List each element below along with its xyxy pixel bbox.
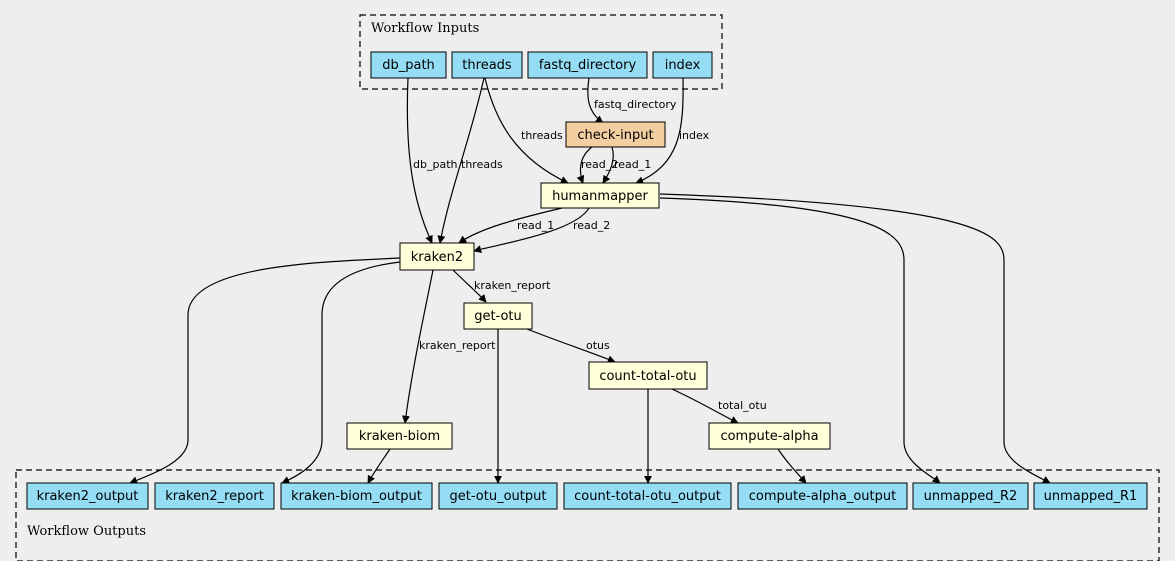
edge-kraken2-to-kraken-biom [401, 269, 434, 424]
step-kraken2-label: kraken2 [411, 250, 463, 265]
edge-label-total-otu: total_otu [718, 399, 767, 412]
step-check-input: check-input [565, 121, 666, 148]
edges [129, 77, 1051, 485]
output-compute-alpha-output: compute-alpha_output [737, 482, 908, 510]
edge-check-input-to-humanmapper-read2 [576, 146, 593, 184]
edge-label-db-path: db_path [413, 158, 458, 171]
output-kraken2-output: kraken2_output [26, 482, 149, 510]
edge-label-kraken-report-biom: kraken_report [419, 339, 496, 352]
edge-db-path-to-kraken2 [406, 77, 433, 244]
input-db-path: db_path [370, 51, 447, 79]
edge-label-kraken-report-get-otu: kraken_report [474, 279, 551, 292]
input-fastq-directory-label: fastq_directory [539, 58, 637, 73]
step-get-otu: get-otu [463, 302, 533, 330]
input-threads-label: threads [462, 58, 512, 73]
output-kraken2-report: kraken2_report [154, 482, 275, 510]
edge-kraken2-to-kraken2-output [129, 257, 401, 485]
edge-kraken2-to-get-otu [452, 269, 487, 303]
output-kraken-biom-output-label: kraken-biom_output [291, 489, 422, 504]
edge-label-threads-kraken2: threads [461, 158, 503, 171]
step-humanmapper-label: humanmapper [552, 189, 648, 204]
output-kraken2-output-label: kraken2_output [37, 489, 139, 504]
step-compute-alpha: compute-alpha [708, 422, 831, 450]
output-unmapped-r2-label: unmapped_R2 [924, 489, 1018, 504]
edge-index-to-humanmapper [635, 77, 684, 184]
step-check-input-label: check-input [577, 128, 653, 143]
edge-get-otu-to-count-total-otu [526, 328, 616, 364]
edge-count-total-otu-to-compute-alpha [671, 388, 739, 424]
edge-humanmapper-to-kraken2-read2 [473, 207, 590, 253]
edge-label-fastq-directory: fastq_directory [594, 98, 677, 111]
edge-label-threads: threads [521, 129, 563, 142]
output-unmapped-r1-label: unmapped_R1 [1044, 489, 1138, 504]
output-compute-alpha-output-label: compute-alpha_output [749, 489, 896, 504]
input-index-label: index [665, 58, 701, 73]
edge-labels: fastq_directory threads index read_2 rea… [413, 98, 767, 412]
edge-humanmapper-to-unmapped-r1 [659, 193, 1051, 484]
edge-humanmapper-to-kraken2-read1 [458, 207, 563, 244]
output-unmapped-r2: unmapped_R2 [912, 482, 1029, 510]
edge-fastq-directory-to-check-input [587, 77, 604, 124]
step-count-total-otu: count-total-otu [588, 361, 708, 390]
edge-label-otus: otus [586, 339, 610, 352]
edge-threads-to-kraken2 [437, 77, 485, 244]
edge-threads-to-humanmapper [484, 77, 569, 184]
step-compute-alpha-label: compute-alpha [720, 429, 818, 444]
workflow-outputs-label: Workflow Outputs [27, 524, 146, 539]
workflow-outputs-cluster: Workflow Outputs [15, 469, 1160, 561]
step-kraken-biom-label: kraken-biom [359, 429, 440, 444]
workflow-inputs-label: Workflow Inputs [371, 21, 479, 36]
output-unmapped-r1: unmapped_R1 [1033, 482, 1148, 510]
output-kraken-biom-output: kraken-biom_output [280, 482, 433, 510]
edge-compute-alpha-to-output [777, 448, 807, 484]
output-get-otu-output: get-otu_output [438, 482, 558, 510]
step-get-otu-label: get-otu [474, 309, 522, 324]
step-kraken2: kraken2 [399, 242, 475, 271]
edge-humanmapper-to-unmapped-r2 [659, 197, 941, 484]
step-humanmapper: humanmapper [540, 182, 660, 209]
edge-check-input-to-humanmapper-read1 [602, 146, 614, 184]
step-count-total-otu-label: count-total-otu [599, 369, 696, 384]
step-kraken-biom: kraken-biom [346, 422, 453, 450]
output-kraken2-report-label: kraken2_report [165, 489, 264, 504]
input-index: index [652, 51, 713, 79]
edge-kraken-biom-to-output [367, 448, 391, 484]
edge-label-read-1: read_1 [614, 158, 651, 171]
edge-label-read-2-kraken2: read_2 [573, 219, 610, 232]
output-count-total-otu-output: count-total-otu_output [563, 482, 732, 510]
workflow-inputs-cluster: Workflow Inputs [359, 14, 723, 90]
edge-label-read-1-kraken2: read_1 [517, 219, 554, 232]
input-threads: threads [451, 51, 523, 79]
edge-kraken2-to-kraken2-report [281, 261, 401, 484]
input-fastq-directory: fastq_directory [527, 51, 648, 79]
output-count-total-otu-output-label: count-total-otu_output [574, 489, 721, 504]
output-get-otu-output-label: get-otu_output [450, 489, 547, 504]
input-db-path-label: db_path [382, 58, 435, 73]
edge-label-read-2: read_2 [581, 158, 618, 171]
edge-label-index: index [679, 129, 710, 142]
